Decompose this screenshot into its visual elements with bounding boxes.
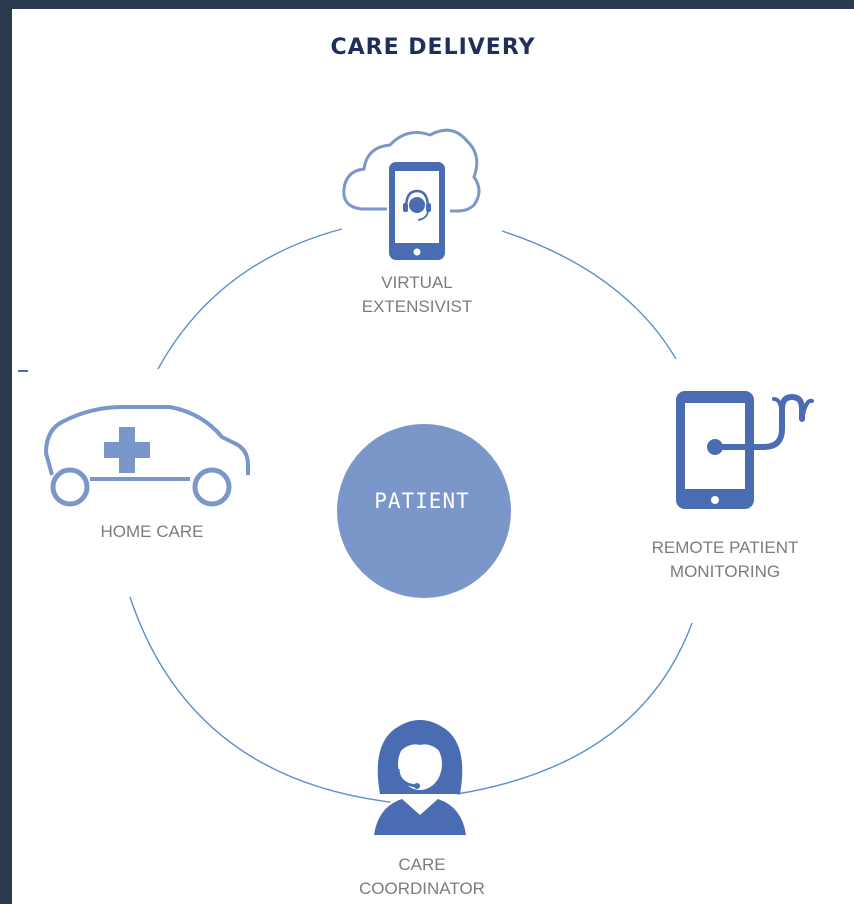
diagram-frame: CARE DELIVERY xyxy=(12,9,854,904)
remote-monitoring-line1: REMOTE PATIENT xyxy=(651,538,799,557)
arc-top-right xyxy=(501,230,677,360)
arc-bottom-left xyxy=(129,596,391,803)
virtual-extensivist-line1: VIRTUAL xyxy=(381,273,453,292)
cloud-phone-headset-icon xyxy=(342,128,481,260)
virtual-extensivist-label: VIRTUAL EXTENSIVIST xyxy=(317,271,517,319)
ambulance-car-icon xyxy=(44,405,250,507)
remote-monitoring-label: REMOTE PATIENT MONITORING xyxy=(610,536,840,584)
page-title: CARE DELIVERY xyxy=(330,35,536,60)
arc-bottom-right xyxy=(456,622,693,795)
home-care-line1: HOME CARE xyxy=(100,522,204,541)
patient-label: PATIENT xyxy=(374,489,470,513)
care-delivery-diagram xyxy=(18,128,814,835)
patient-circle xyxy=(337,424,511,598)
care-coordinator-line1: CARE xyxy=(398,855,446,874)
phone-stethoscope-icon xyxy=(676,391,814,509)
coordinator-headset-icon xyxy=(374,720,466,835)
home-care-label: HOME CARE xyxy=(52,520,252,544)
virtual-extensivist-line2: EXTENSIVIST xyxy=(361,297,473,316)
care-coordinator-label: CARE COORDINATOR xyxy=(322,853,522,901)
remote-monitoring-line2: MONITORING xyxy=(669,562,781,581)
arc-top-left xyxy=(157,228,343,370)
care-coordinator-line2: COORDINATOR xyxy=(359,879,485,898)
ring-arcs xyxy=(129,228,693,803)
